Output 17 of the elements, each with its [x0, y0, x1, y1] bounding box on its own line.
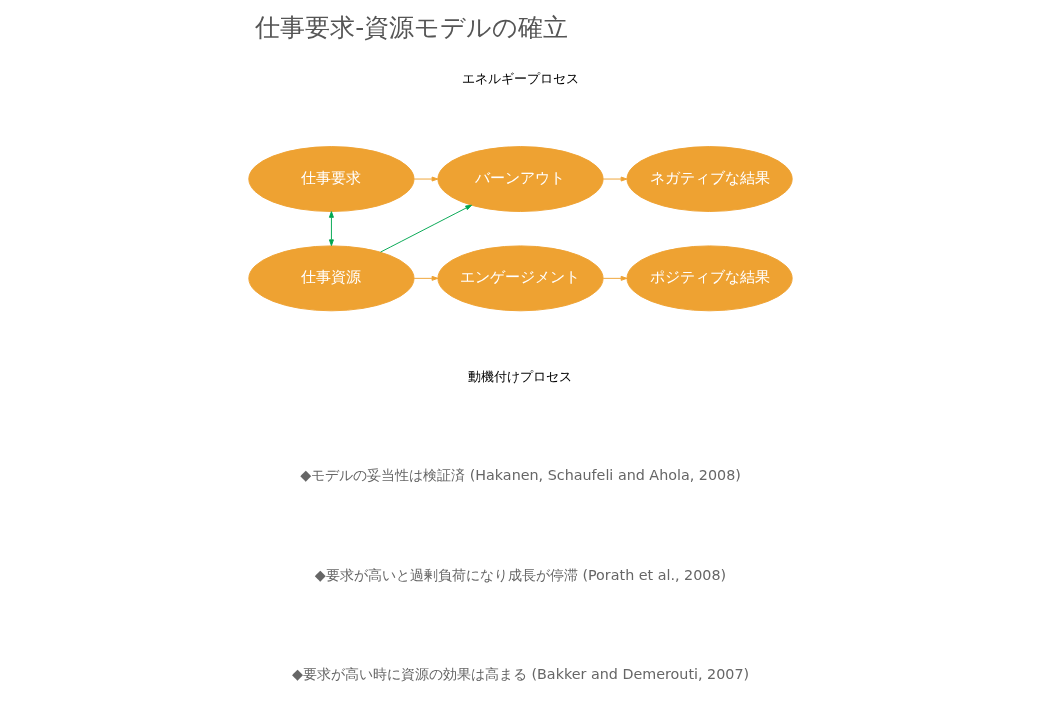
- arrow: [413, 275, 438, 281]
- node-ellipse: 仕事資源: [247, 245, 414, 312]
- arrow: [602, 275, 627, 281]
- label: 動機付けプロセス: [468, 369, 572, 385]
- arrow: [413, 176, 438, 182]
- label: ◆要求が高いと過剰負荷になり成長が停滞 (Porath et al., 2008): [314, 566, 726, 583]
- node-ellipse: ネガティブな結果: [626, 146, 793, 212]
- node-ellipse: ポジティブな結果: [626, 245, 793, 312]
- node-ellipse: 仕事要求: [247, 146, 414, 212]
- label: ◆モデルの妥当性は検証済 (Hakanen, Schaufeli and Ahola, 2008): [299, 467, 741, 484]
- label: ◆要求が高い時に資源の効果は高まる (Bakker and Demerouti, 2007): [291, 665, 749, 682]
- node-ellipse: エンゲージメント: [436, 245, 604, 312]
- arrow: [328, 211, 334, 247]
- arrow: [379, 204, 472, 253]
- arrow: [602, 176, 627, 182]
- diagram-title: 仕事要求-資源モデルの確立: [254, 12, 568, 42]
- label: エネルギープロセス: [461, 71, 579, 87]
